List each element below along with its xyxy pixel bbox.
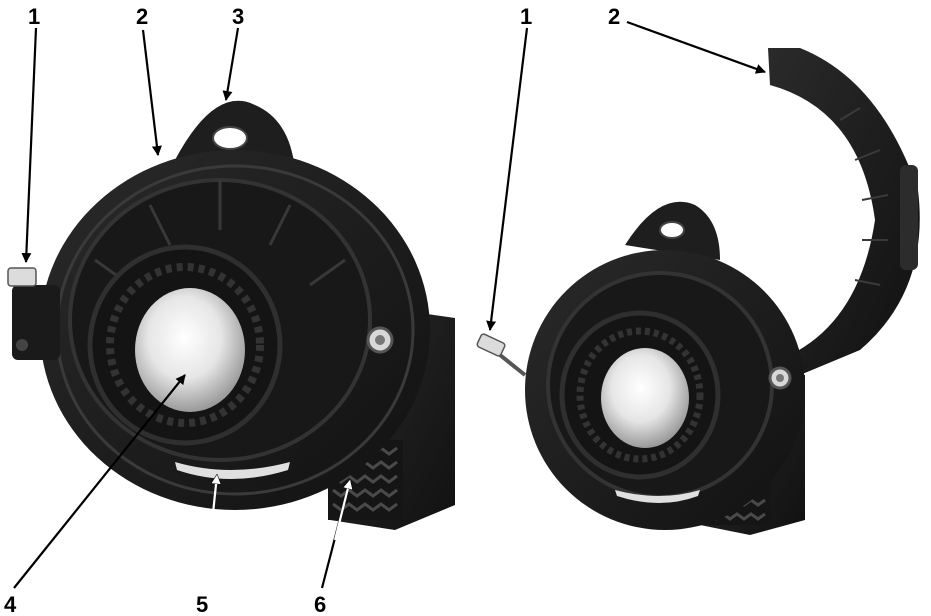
callout-right-2: 2	[608, 4, 620, 29]
callout-left-2: 2	[136, 4, 148, 29]
left-leaders	[13, 27, 350, 591]
callout-left-3: 3	[232, 4, 244, 29]
left-eye-hole	[212, 126, 248, 150]
right-lens	[601, 348, 689, 448]
right-open-arm	[768, 48, 920, 375]
callout-left-1: 1	[28, 4, 40, 29]
callout-right-1: 1	[520, 4, 532, 29]
right-assembly	[476, 48, 920, 535]
callout-labels: 1 2 3 4 5 6 1 2	[4, 4, 620, 616]
left-assembly	[7, 100, 455, 530]
callout-left-4: 4	[4, 592, 17, 616]
left-lens	[135, 288, 245, 412]
leader-left-5	[203, 475, 217, 591]
leader-left-3	[222, 27, 240, 101]
left-bottom-slot	[175, 462, 290, 479]
right-leaders	[486, 20, 766, 331]
right-side-pin	[476, 333, 506, 357]
callout-left-5: 5	[196, 592, 208, 616]
leader-left-2	[141, 29, 162, 156]
leader-right-2	[626, 20, 766, 74]
leader-left-4	[13, 374, 186, 589]
leader-right-1	[486, 27, 529, 331]
leader-left-1	[21, 27, 38, 263]
callout-left-6: 6	[314, 592, 326, 616]
